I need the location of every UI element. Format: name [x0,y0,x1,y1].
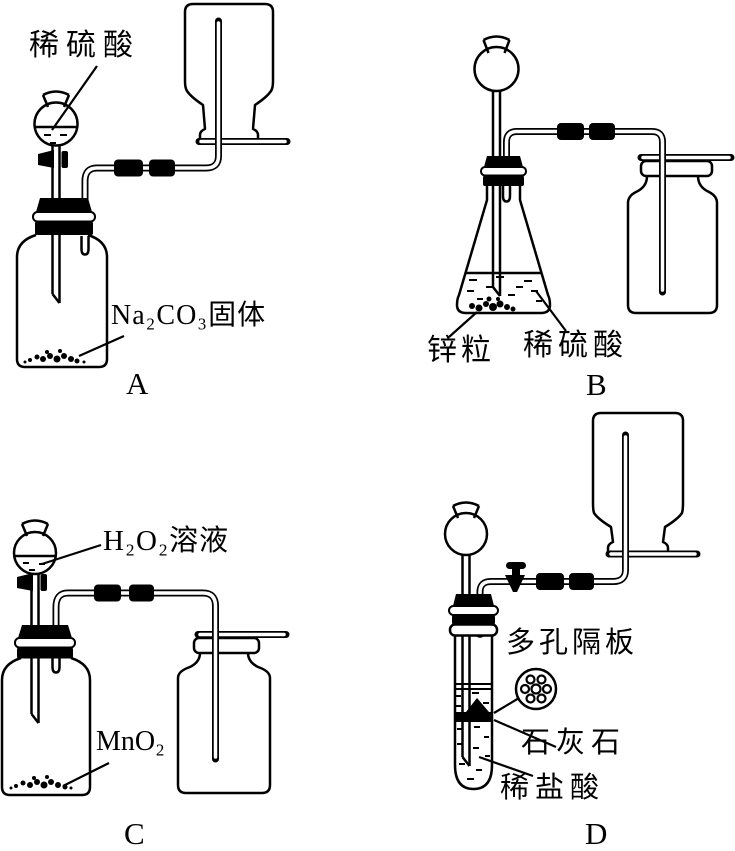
stopcock-c [17,573,47,591]
stopcock-d [505,562,526,592]
thistle-funnel-d [443,501,489,557]
label-dilute-hydrochloric-acid: 稀盐酸 [500,772,606,804]
leader-plate-d [493,697,520,714]
label-letter-b: B [586,367,607,402]
leader-zinc [448,311,478,338]
label-letter-c: C [124,816,145,851]
label-porous-partition: 多孔隔板 [506,627,639,659]
stopcock-a [38,150,68,168]
apparatus-c [0,519,290,797]
delivery-tube-b [503,128,666,296]
label-letter-a: A [126,366,149,401]
stopper-c [14,625,76,659]
collecting-bottle-a [183,2,275,140]
outlet-stub-b [501,184,512,203]
thistle-funnel-b [473,35,520,93]
apparatus-b [448,35,735,338]
collecting-bottle-d [591,411,685,553]
leader-limestone-d [493,718,557,749]
outlet-stub-c [51,656,61,674]
porous-partition [455,712,492,722]
generator-bottle-a [15,233,109,369]
leader-acid-b [535,290,567,332]
acid-level-d [455,683,492,690]
generator-bottle-c [0,656,92,797]
erlenmeyer-flask [455,184,552,315]
leader-solid-a [78,334,125,358]
label-zinc-granules: 锌粒 [427,334,495,367]
label-letter-d: D [585,816,608,851]
rubber-connector-a [114,159,175,177]
label-na2co3-solid: Na₂CO₃固体 [111,300,267,331]
label-dilute-sulfuric-acid-a: 稀硫酸 [29,29,140,62]
stopper-a [32,198,96,235]
funnel-stem-b [491,90,502,297]
outlet-stub-a [80,236,90,256]
apparatus-a [15,2,291,369]
rubber-connector-d [536,573,594,590]
label-dilute-sulfuric-acid-b: 稀硫酸 [523,329,628,362]
porous-plate-detail [514,667,558,711]
rubber-connector-b [557,123,615,140]
label-mno2: MnO₂ [96,726,165,757]
leader-solution-c [41,543,102,566]
limestone-pile [466,698,489,712]
stopper-b [480,156,527,186]
acid-dashes-d [456,692,490,780]
collecting-bottle-c [176,636,272,795]
leader-acid-d [478,755,534,778]
zinc-granules [469,296,516,312]
label-h2o2-solution: H₂O₂溶液 [103,525,230,557]
stopper-d [448,594,499,637]
label-limestone: 石灰石 [521,727,627,759]
apparatus-d [443,411,701,791]
na2co3-granules [23,349,86,364]
dilute-acid-liquid-b [466,271,542,302]
mno2-granules [9,775,73,790]
separating-funnel-a [33,90,79,147]
test-tube [453,635,494,791]
rubber-connector-c [94,584,154,602]
leader-catalyst-c [62,762,110,787]
collecting-bottle-b [626,159,719,315]
leader-acid-a [51,65,98,131]
separating-funnel-c [12,519,58,576]
funnel-stem-d [461,553,471,767]
